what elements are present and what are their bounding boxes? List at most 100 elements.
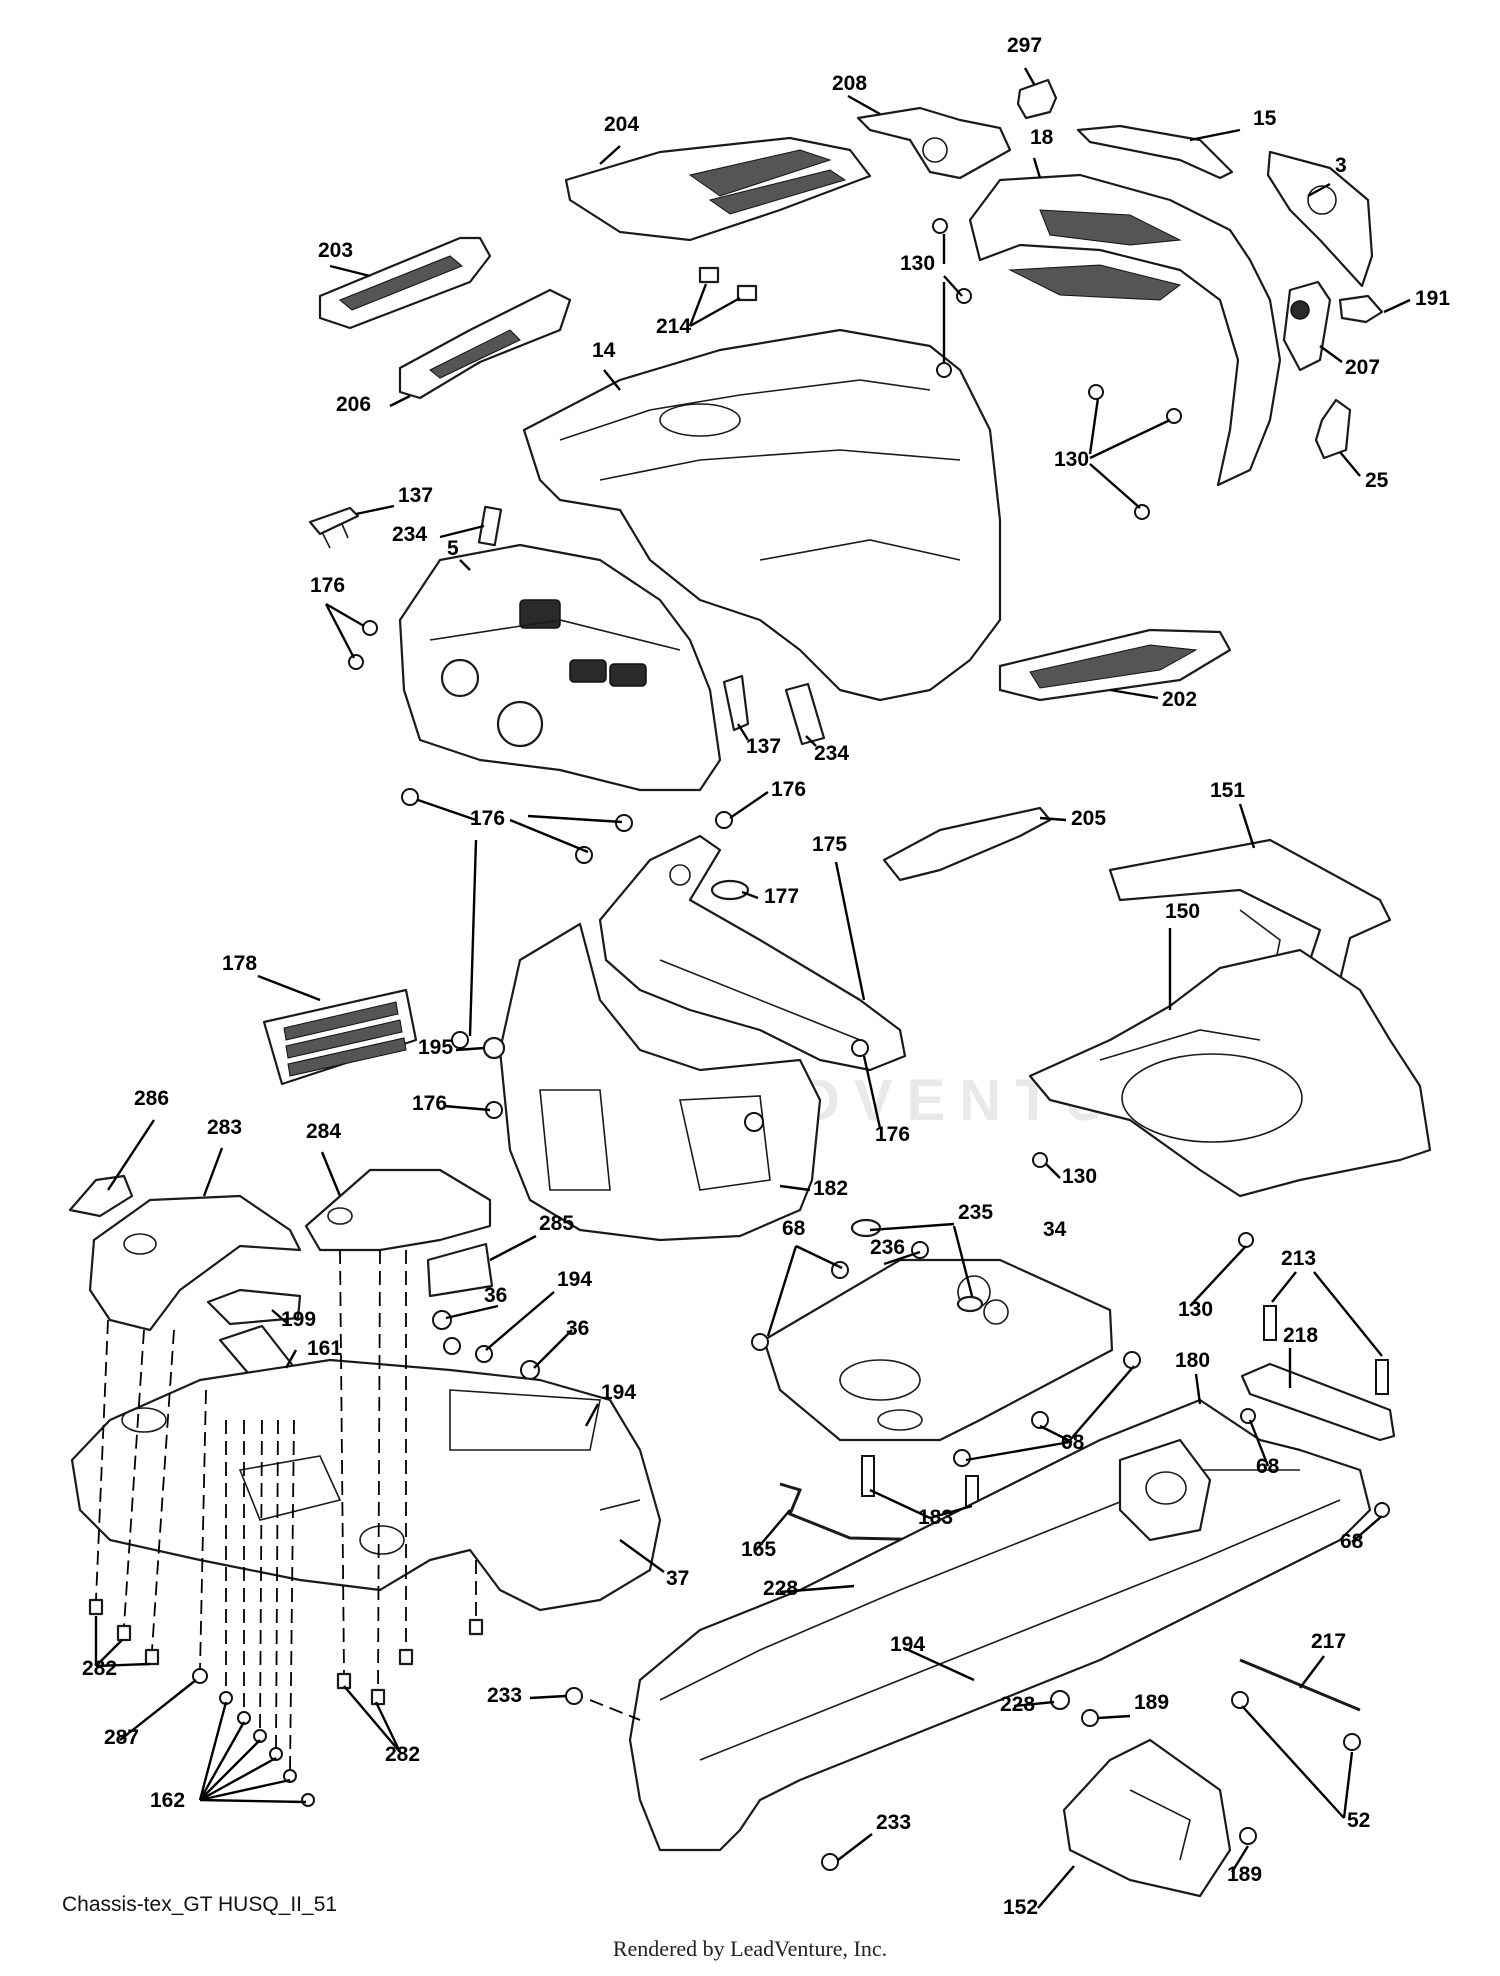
part-191-lens bbox=[1338, 294, 1384, 324]
callout-165: 165 bbox=[741, 1538, 776, 1561]
callout-204: 204 bbox=[604, 113, 639, 136]
part-213-bolts bbox=[1263, 1305, 1389, 1395]
callout-217: 217 bbox=[1311, 1630, 1346, 1653]
part-150-shroud bbox=[1028, 948, 1432, 1198]
callout-218: 218 bbox=[1283, 1324, 1318, 1347]
callout-161: 161 bbox=[307, 1337, 342, 1360]
callout-182: 182 bbox=[813, 1177, 848, 1200]
rendered-by-footer: Rendered by LeadVenture, Inc. bbox=[612, 1936, 888, 1961]
part-282-clips bbox=[88, 1598, 484, 1706]
callout-37: 37 bbox=[666, 1567, 689, 1590]
callout-282: 282 bbox=[385, 1743, 420, 1766]
callout-36: 36 bbox=[566, 1317, 589, 1340]
callout-15: 15 bbox=[1253, 107, 1277, 130]
callout-286: 286 bbox=[134, 1087, 169, 1110]
callout-228: 228 bbox=[1000, 1693, 1035, 1716]
callout-208: 208 bbox=[832, 72, 867, 95]
callout-162: 162 bbox=[150, 1789, 185, 1812]
part-18-grille-frame bbox=[968, 173, 1282, 487]
callout-152: 152 bbox=[1003, 1896, 1038, 1919]
callout-175: 175 bbox=[812, 833, 847, 856]
part-176-screws bbox=[348, 620, 869, 1119]
callout-203: 203 bbox=[318, 239, 353, 262]
part-285-bezel bbox=[426, 1242, 494, 1298]
callout-207: 207 bbox=[1345, 356, 1380, 379]
callout-130: 130 bbox=[1054, 448, 1089, 471]
callout-285: 285 bbox=[539, 1212, 574, 1235]
diagram-caption: Chassis-tex_GT HUSQ_II_51 bbox=[62, 1893, 338, 1916]
part-207-headlight bbox=[1282, 280, 1332, 372]
part-3-side-panel bbox=[1266, 150, 1374, 288]
callout-labels: 2972081520418313020321419120714206130251… bbox=[82, 34, 1450, 1919]
callout-5: 5 bbox=[447, 537, 459, 560]
part-15-trim-strip bbox=[1076, 124, 1234, 180]
part-217-rod bbox=[1239, 1658, 1361, 1712]
callout-18: 18 bbox=[1030, 126, 1054, 149]
callout-180: 180 bbox=[1175, 1349, 1210, 1372]
callout-177: 177 bbox=[764, 885, 799, 908]
callout-194: 194 bbox=[557, 1268, 592, 1291]
part-235-grommets bbox=[850, 1218, 984, 1313]
part-52-nuts bbox=[1231, 1691, 1361, 1751]
callout-36: 36 bbox=[484, 1284, 507, 1307]
part-204-hood-top bbox=[564, 136, 872, 242]
part-25-bracket bbox=[1314, 398, 1352, 460]
callout-34: 34 bbox=[1043, 1218, 1067, 1241]
callout-183: 183 bbox=[918, 1506, 953, 1529]
part-195-knob bbox=[482, 1036, 506, 1060]
callout-68: 68 bbox=[782, 1217, 806, 1240]
callout-176: 176 bbox=[412, 1092, 447, 1115]
callout-233: 233 bbox=[876, 1811, 911, 1834]
part-162-screws bbox=[219, 1691, 315, 1807]
callout-234: 234 bbox=[814, 742, 849, 765]
part-286-knob-cover bbox=[68, 1174, 134, 1218]
callout-52: 52 bbox=[1347, 1809, 1370, 1832]
part-37-fender bbox=[70, 1358, 662, 1612]
callout-130: 130 bbox=[1178, 1298, 1213, 1321]
callout-25: 25 bbox=[1365, 469, 1389, 492]
callout-235: 235 bbox=[958, 1201, 993, 1224]
part-165-rod bbox=[779, 1482, 941, 1542]
callout-150: 150 bbox=[1165, 900, 1200, 923]
part-175-bracket-plate bbox=[598, 834, 907, 1072]
callout-137: 137 bbox=[746, 735, 781, 758]
callout-228: 228 bbox=[763, 1577, 798, 1600]
part-218-bracket bbox=[1240, 1362, 1396, 1442]
part-206-lower-grille bbox=[398, 288, 572, 400]
callout-195: 195 bbox=[418, 1036, 453, 1059]
part-130-bolts bbox=[932, 218, 1254, 1248]
callout-297: 297 bbox=[1007, 34, 1042, 57]
callout-194: 194 bbox=[890, 1633, 925, 1656]
callout-206: 206 bbox=[336, 393, 371, 416]
callout-68: 68 bbox=[1061, 1431, 1085, 1454]
part-180-frame bbox=[628, 1398, 1372, 1852]
callout-199: 199 bbox=[281, 1308, 316, 1331]
callout-194: 194 bbox=[601, 1381, 636, 1404]
part-214-clips bbox=[698, 266, 758, 302]
callout-3: 3 bbox=[1335, 154, 1347, 177]
part-137-clip-upper bbox=[308, 506, 360, 549]
part-34-seat-plate bbox=[762, 1258, 1114, 1442]
callout-130: 130 bbox=[900, 252, 935, 275]
part-14-hood bbox=[522, 328, 1002, 702]
callout-234: 234 bbox=[392, 523, 427, 546]
callout-191: 191 bbox=[1415, 287, 1450, 310]
dashed-lines bbox=[95, 1249, 641, 1771]
callout-176: 176 bbox=[771, 778, 806, 801]
callout-137: 137 bbox=[398, 484, 433, 507]
callout-236: 236 bbox=[870, 1236, 905, 1259]
part-208-bracket bbox=[856, 106, 1012, 180]
leader-lines bbox=[94, 67, 1411, 1909]
callout-287: 287 bbox=[104, 1726, 139, 1749]
callout-176: 176 bbox=[875, 1123, 910, 1146]
callout-151: 151 bbox=[1210, 779, 1245, 802]
part-177-grommet bbox=[710, 879, 750, 901]
part-234-tab-lower bbox=[784, 682, 826, 746]
part-233-bolts bbox=[565, 1687, 839, 1871]
callout-284: 284 bbox=[306, 1120, 341, 1143]
part-5-dash-console bbox=[398, 543, 722, 792]
part-283-left-pod bbox=[88, 1194, 302, 1332]
part-202-hood-grille bbox=[998, 628, 1232, 702]
callout-282: 282 bbox=[82, 1657, 117, 1680]
